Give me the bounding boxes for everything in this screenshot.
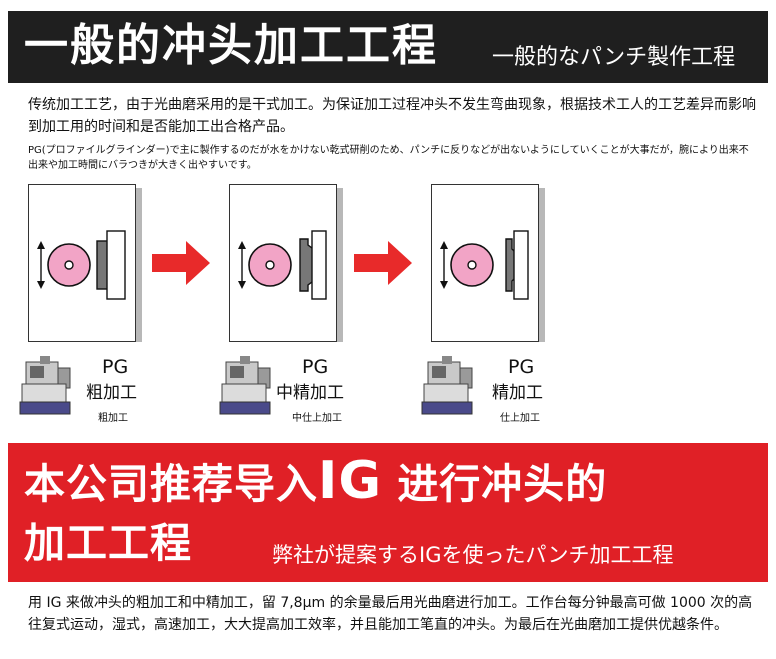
stage-1-machine: PG <box>102 356 129 378</box>
stage-3-label: 精加工 <box>492 383 543 403</box>
grinding-diagram-rough <box>37 230 126 300</box>
profile-grinder-machine-icon <box>19 356 71 415</box>
stage-diagram-2 <box>229 184 337 342</box>
stage-3-label-jp: 仕上加工 <box>500 413 540 424</box>
right-arrow-icon <box>152 241 210 285</box>
grinding-diagram-semi-finish <box>238 230 327 300</box>
ig-highlight: IG <box>318 451 383 511</box>
stage-2-label-jp: 中仕上加工 <box>292 413 342 424</box>
page-subtitle: 一般的なパンチ製作工程 <box>492 45 736 70</box>
right-arrow-icon <box>354 241 412 285</box>
page-title: 一般的冲头加工工程 <box>24 20 438 71</box>
stage-diagram-1 <box>28 184 136 342</box>
header-bar: 一般的冲头加工工程 一般的なパンチ製作工程 <box>8 11 768 83</box>
outro-text: 用 IG 来做冲头的粗加工和中精加工，留 7,8μm 的余量最后用光曲磨进行加工… <box>28 595 753 633</box>
recommendation-banner: 本公司推荐导入IG 进行冲头的 加工工程 弊社が提案するIGを使ったパンチ加工工… <box>8 443 768 582</box>
stage-1-label-jp: 粗加工 <box>98 413 128 424</box>
banner-subtitle: 弊社が提案するIGを使ったパンチ加工工程 <box>272 543 674 567</box>
profile-grinder-machine-icon <box>219 356 271 415</box>
banner-heading-line-2: 加工工程 <box>24 519 192 567</box>
stage-1-label: 粗加工 <box>86 383 137 403</box>
stage-2-label: 中精加工 <box>276 383 344 403</box>
stage-diagram-3 <box>431 184 539 342</box>
banner-heading-line-1: 本公司推荐导入IG 进行冲头的 <box>24 451 608 511</box>
intro-japanese: PG(プロファイルグラインダー)で主に製作するのだが水をかけない乾式研削のため、… <box>28 145 749 171</box>
intro-chinese: 传统加工工艺，由于光曲磨采用的是干式加工。为保证加工过程冲头不发生弯曲现象，根据… <box>28 97 756 135</box>
profile-grinder-machine-icon <box>421 356 473 415</box>
grinding-diagram-finish <box>440 230 529 300</box>
stage-3-machine: PG <box>508 356 535 378</box>
stage-2-machine: PG <box>302 356 329 378</box>
